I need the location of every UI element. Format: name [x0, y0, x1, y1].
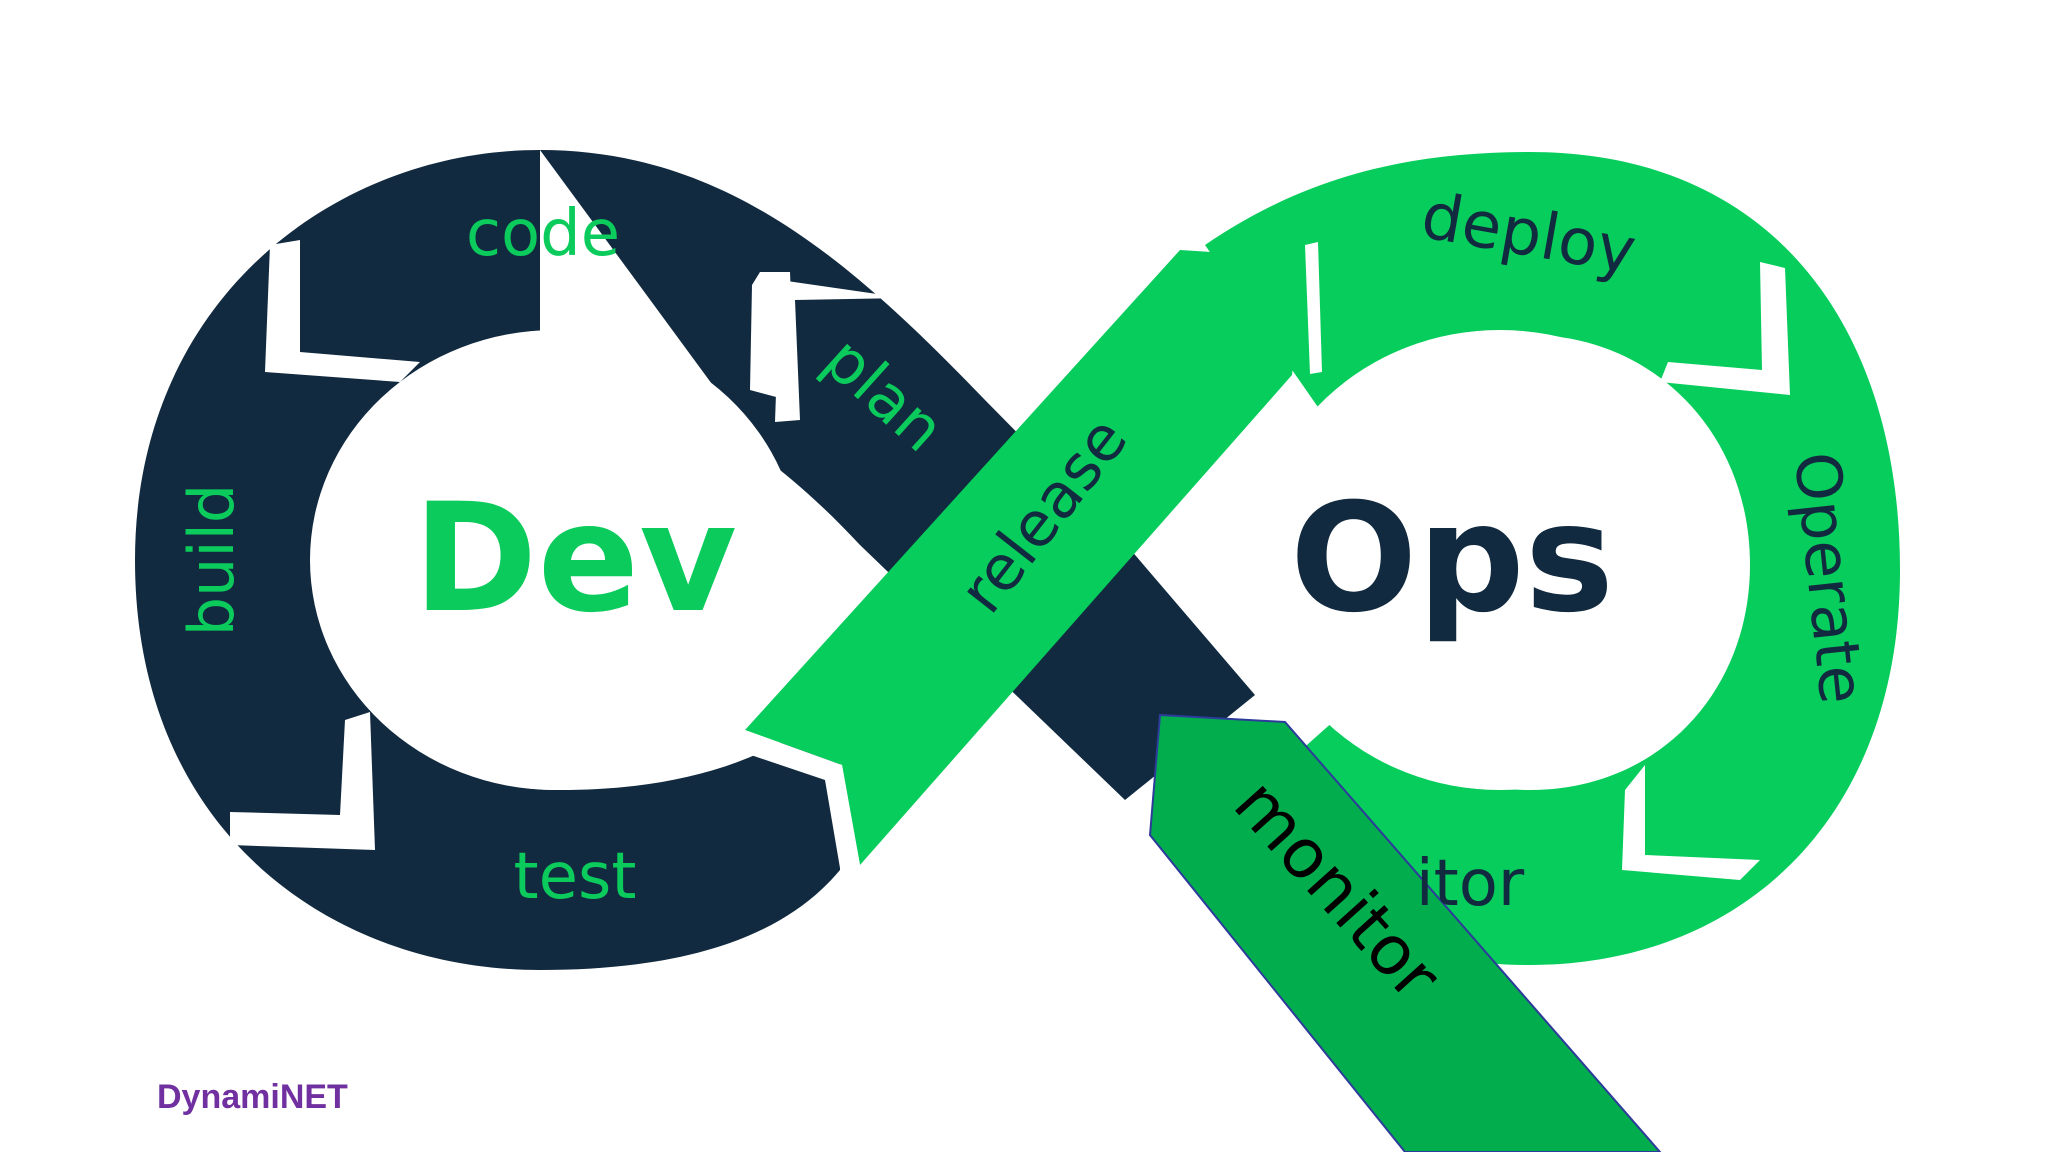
dev-gap-2	[230, 712, 375, 850]
dev-center-label: Dev	[413, 472, 737, 646]
stage-label-test: test	[514, 840, 637, 914]
release-arrow-notch	[742, 730, 860, 868]
ops-gap-2	[1660, 262, 1790, 395]
dev-gap-1	[265, 240, 420, 382]
ops-center-label: Ops	[1290, 472, 1614, 646]
brand-logo-text: DynamiNET	[157, 1078, 348, 1116]
stage-label-code: code	[466, 197, 620, 271]
release-band	[742, 250, 1305, 868]
ops-gap-3	[1622, 765, 1760, 880]
dev-loop-center	[310, 330, 800, 790]
ops-gap-1	[1305, 242, 1322, 374]
ops-loop-center	[1255, 330, 1745, 790]
stage-label-build: build	[175, 484, 248, 636]
ops-loop-ring	[1200, 152, 1900, 965]
dev-loop-ring	[135, 150, 1255, 970]
dev-loop	[135, 150, 1255, 970]
ops-loop	[1200, 152, 1900, 965]
release-band-shape	[745, 250, 1305, 865]
dev-gap-4	[775, 280, 905, 422]
stage-label-monitor-partial: itor	[1416, 847, 1525, 921]
